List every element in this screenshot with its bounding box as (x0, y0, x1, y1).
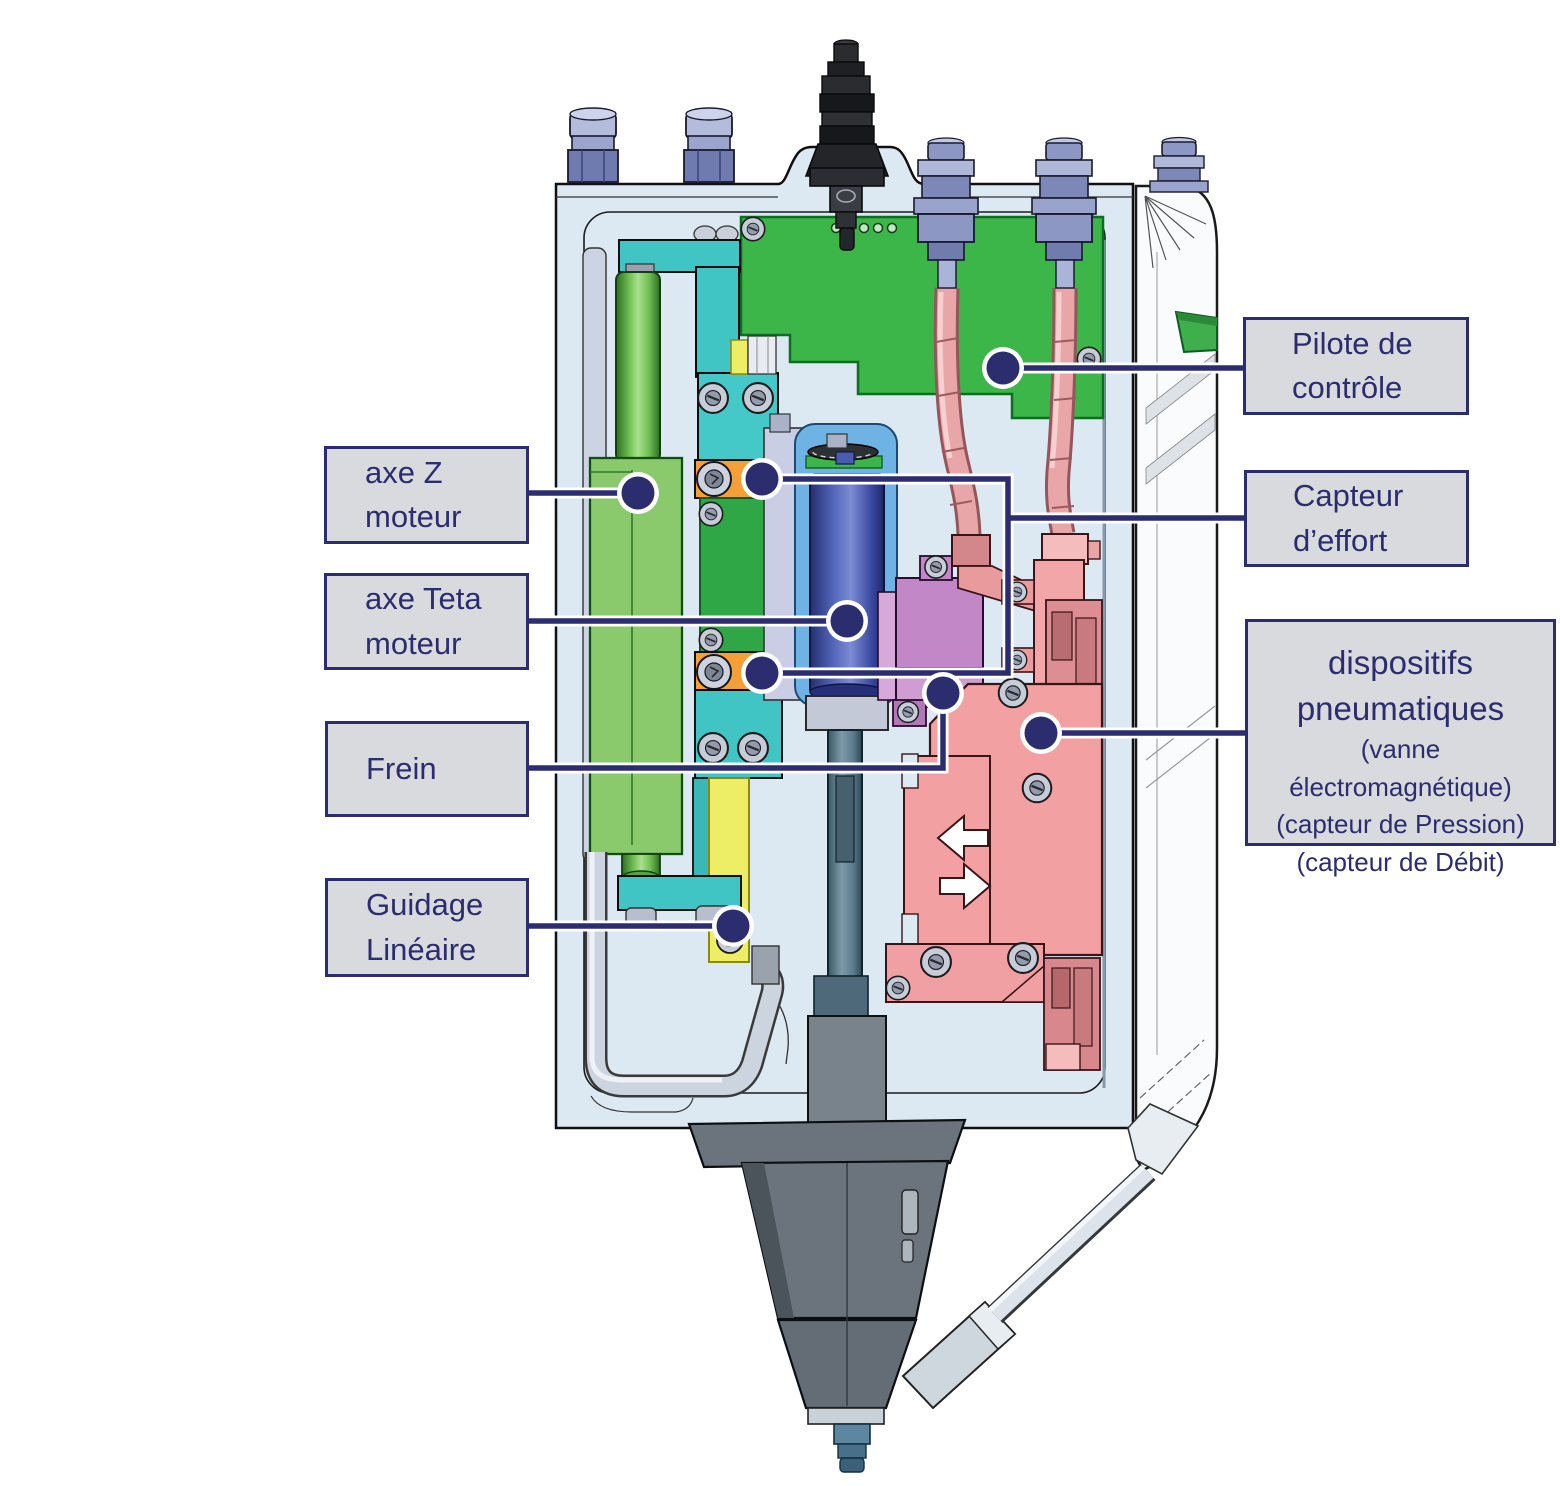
label-subline: (capteur de Débit) (1296, 847, 1505, 878)
label-line: Capteur (1293, 478, 1404, 514)
outer-shell-sidewall (1134, 184, 1219, 1172)
pneumatic-fitting-4 (1031, 137, 1097, 289)
pneumatic-devices-block (885, 533, 1104, 1071)
label-line: Guidage (366, 887, 484, 923)
label-line: moteur (365, 499, 462, 534)
pneumatic-fitting-1 (567, 107, 619, 183)
teta-motor-assembly (763, 413, 898, 707)
arrow-left-icon (936, 813, 989, 863)
external-tube (901, 1103, 1200, 1410)
z-axis-assembly (588, 225, 779, 886)
label-pilote-de-controle: Pilote de contrôle (1243, 317, 1469, 415)
pneumatic-fitting-2 (683, 107, 735, 183)
label-line: Linéaire (366, 931, 477, 967)
cable-connector (804, 39, 890, 251)
label-line: axe Teta (365, 581, 482, 617)
label-line: d’effort (1293, 522, 1388, 558)
label-dispositifs-pneumatiques: dispositifs pneumatiques (vanne électrom… (1245, 619, 1556, 877)
label-capteur-effort: Capteur d’effort (1244, 470, 1469, 567)
pneumatic-tubes (933, 287, 1078, 537)
label-frein: Frein (325, 721, 529, 817)
green-clip-detail (1174, 310, 1218, 354)
label-axe-teta-moteur: axe Teta moteur (324, 573, 529, 670)
label-line: pneumatiques (1296, 689, 1505, 727)
internal-tube (584, 852, 785, 1098)
nozzle-assembly (687, 1118, 967, 1473)
label-line: Frein (366, 750, 437, 786)
label-line: dispositifs (1328, 644, 1473, 681)
label-subline: (vanne électromagnétique) (1289, 734, 1512, 802)
pneumatic-fitting-3 (913, 137, 979, 289)
label-axe-z-moteur: axe Z moteur (324, 446, 529, 544)
spindle-shaft (805, 695, 889, 1141)
label-line: Pilote de (1292, 325, 1413, 361)
label-line: axe Z (365, 454, 443, 490)
label-line: contrôle (1292, 370, 1403, 405)
pneumatic-fitting-5 (1149, 136, 1209, 193)
leader-dots (617, 347, 1062, 947)
label-subline: (capteur de Pression) (1276, 809, 1525, 840)
label-guidage-lineaire: Guidage Linéaire (325, 878, 529, 977)
label-line: moteur (365, 625, 462, 661)
leader-lines (529, 362, 1245, 932)
arrow-right-icon (939, 861, 992, 911)
